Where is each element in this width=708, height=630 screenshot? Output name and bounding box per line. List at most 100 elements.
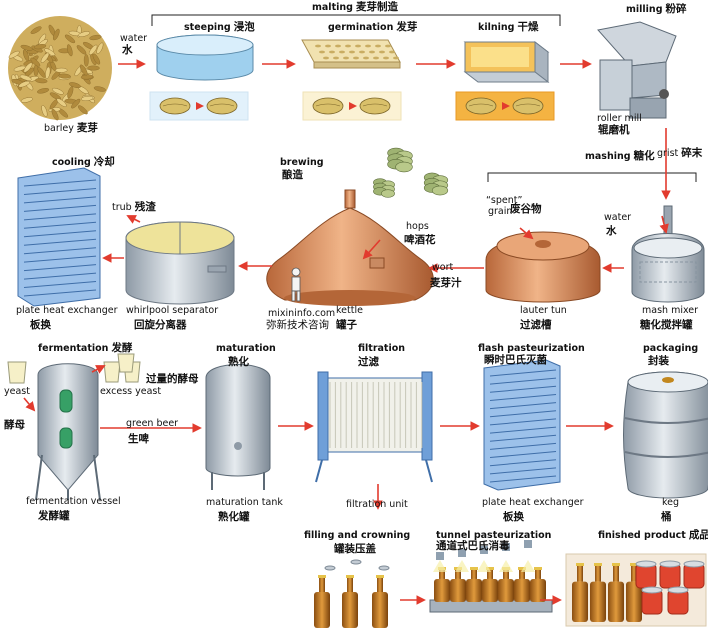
plate-line <box>23 281 97 289</box>
germ-grain <box>359 50 365 54</box>
hops-en: hops <box>406 221 429 232</box>
water2-zh: 水 <box>606 225 617 237</box>
germ-grain <box>379 50 385 54</box>
filling-zh: 罐装压盖 <box>334 543 376 555</box>
green-beer-zh: 生啤 <box>128 433 149 445</box>
green-beer-en: green beer <box>126 418 179 429</box>
bottle-neck <box>439 570 445 579</box>
bottle-body <box>626 581 642 622</box>
water-label: water <box>120 33 147 44</box>
germ-grain <box>375 44 381 48</box>
plate-line <box>23 289 97 297</box>
barley-grain <box>41 105 48 117</box>
bottle-neck <box>377 578 383 592</box>
finished-zh: 成品 <box>688 529 708 541</box>
bottle-neck <box>595 566 601 582</box>
bottle-cap <box>318 575 326 578</box>
germ-grain <box>363 56 369 60</box>
barley-label: barley 麦芽 <box>44 123 98 135</box>
ferm-vessel-en: fermentation vessel <box>26 496 121 507</box>
grain-seed <box>359 97 391 115</box>
brew-kettle <box>266 189 434 306</box>
mash-mixer-zh: 糖化搅拌罐 <box>640 319 693 331</box>
grain-seed <box>512 97 544 115</box>
barley-grain <box>51 108 59 121</box>
kettle-zh: 罐子 <box>336 319 357 331</box>
mat-tank-zh: 熟化罐 <box>218 511 250 523</box>
can-body <box>635 563 657 589</box>
plate-line <box>489 418 557 426</box>
barley-grain <box>68 82 81 89</box>
person-figure <box>291 267 301 302</box>
brewing-en: brewing <box>280 157 324 168</box>
barley-grain <box>78 31 91 37</box>
grain-seed <box>312 97 344 115</box>
bottle-neck <box>503 570 509 579</box>
bottle-neck <box>319 578 325 592</box>
barley-grain <box>71 98 81 109</box>
bottle-body <box>450 578 466 602</box>
barley-grain <box>37 67 46 78</box>
strip-arrow <box>196 102 204 110</box>
excess-yeast-zh: 过量的酵母 <box>146 373 199 385</box>
bottle-body <box>482 578 498 602</box>
lauter-zh: 过滤槽 <box>520 319 552 331</box>
barley-en: barley <box>44 123 74 134</box>
plate-hx2-zh: 板换 <box>503 511 524 523</box>
bottle-neck <box>613 566 619 582</box>
grist-zh: 碎末 <box>681 147 703 159</box>
spent-grain-en2: grain <box>488 206 513 217</box>
spray-nozzle <box>436 552 444 560</box>
filling-bottles <box>314 559 390 628</box>
cooling-zh: 冷却 <box>93 156 115 168</box>
maturation-tank <box>205 364 271 490</box>
trub-en: trub <box>112 202 132 213</box>
finished-en: finished product <box>598 530 686 541</box>
barley-grain <box>20 97 33 103</box>
germ-grain <box>349 50 355 54</box>
plate-line <box>489 475 557 483</box>
germ-grain <box>333 56 339 60</box>
bottle-neck <box>487 570 493 579</box>
maturation-en: maturation <box>216 343 276 354</box>
germ-grain <box>385 44 391 48</box>
roller-mill-zh: 辊磨机 <box>598 124 630 136</box>
crown-cap <box>378 565 390 571</box>
germ-grain <box>339 50 345 54</box>
plate-line <box>489 393 557 401</box>
malting-en: malting <box>312 2 353 13</box>
germ-grain <box>383 56 389 60</box>
germ-grain <box>315 44 321 48</box>
grain-seed-line <box>468 103 494 107</box>
bottle-body <box>530 578 546 602</box>
barley-grain <box>66 44 73 57</box>
plate-line <box>23 179 97 187</box>
flash-zh: 瞬时巴氏灭菌 <box>484 354 547 366</box>
barley-grain <box>64 34 76 44</box>
germ-grain <box>335 44 341 48</box>
lauter-tun <box>485 231 601 303</box>
fermentation-label: fermentation 发酵 <box>38 343 132 355</box>
steeping-tank <box>156 34 254 81</box>
barley-grain <box>23 49 30 62</box>
roller-mill <box>597 21 677 119</box>
barley-grain <box>93 86 106 92</box>
spray-cone <box>499 560 513 572</box>
can-top <box>667 586 689 594</box>
water2-en: water <box>604 212 632 223</box>
kettle-en: kettle <box>336 305 363 316</box>
plate-line <box>489 385 557 393</box>
plate-hx-en: plate heat exchanger <box>16 305 118 316</box>
plate-line <box>23 213 97 221</box>
bottle-body <box>498 578 514 602</box>
ferm-vessel-zh: 发酵罐 <box>38 510 70 522</box>
mash-mixer-en: mash mixer <box>642 305 699 316</box>
kilning-label: kilning 干燥 <box>478 22 538 34</box>
barley-grain <box>18 80 30 88</box>
can-top <box>683 560 705 568</box>
spray-cone <box>521 560 535 572</box>
crown-cap <box>350 559 362 565</box>
barley-grain <box>83 54 89 67</box>
grain-seed <box>159 97 191 115</box>
bottle-neck <box>535 570 541 579</box>
